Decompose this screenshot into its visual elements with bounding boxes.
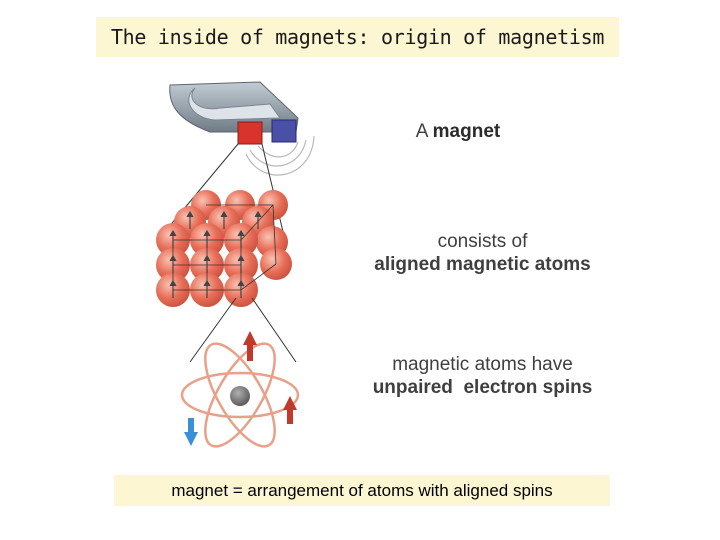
magnet-pole-blue [271,119,297,143]
caption-spins-unpaired: unpaired [372,377,453,398]
footer-text: magnet = arrangement of atoms with align… [171,480,553,500]
zoom-line-left-2 [189,297,237,363]
crystal-spin-arrows [169,210,262,298]
title-box: The inside of magnets: origin of magneti… [96,17,619,57]
field-lines [245,135,315,176]
caption-atoms: consists of aligned magnetic atoms [345,230,620,276]
atom-crystal [156,190,292,307]
magnet-top-arm [188,87,281,121]
nucleus [230,386,250,406]
atom-model [180,331,300,448]
caption-magnet-bold: magnet [432,121,501,142]
orbit-1 [180,371,300,419]
magnet-pole-red [237,121,263,145]
horseshoe-magnet [169,81,315,176]
spin-up-arrow-top [243,331,257,361]
zoom-line-right-2 [251,297,297,363]
caption-spins-electron: electron spins [463,377,593,398]
caption-atoms-line1: consists of [437,231,528,252]
footer-box: magnet = arrangement of atoms with align… [114,475,610,506]
orbit-3 [204,342,276,448]
caption-magnet: A magnet [398,120,518,143]
orbit-2 [204,342,276,448]
caption-spins: magnetic atoms have unpaired electron sp… [345,353,620,399]
caption-atoms-line2: aligned magnetic atoms [374,254,591,275]
caption-spins-line1: magnetic atoms have [392,354,573,375]
spin-up-arrow-right [283,396,297,424]
page-title: The inside of magnets: origin of magneti… [110,25,605,49]
caption-magnet-prefix: A [415,121,433,142]
spin-down-arrow [184,418,198,446]
